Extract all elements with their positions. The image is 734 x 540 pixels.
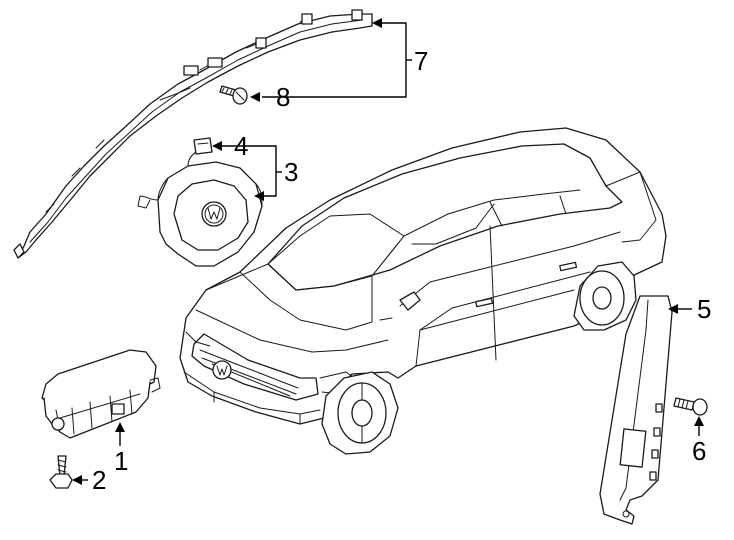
callout-6: 6 bbox=[692, 436, 706, 466]
callout-3: 3 bbox=[284, 157, 298, 187]
callout-5: 5 bbox=[697, 294, 711, 324]
passenger-airbag bbox=[41, 349, 161, 439]
callout-4: 4 bbox=[234, 131, 248, 161]
airbag-clip bbox=[193, 137, 213, 155]
front-wheel bbox=[321, 371, 399, 455]
callout-2: 2 bbox=[92, 465, 106, 495]
callout-1: 1 bbox=[114, 446, 128, 476]
callout-7: 7 bbox=[414, 46, 428, 76]
rear-wheel bbox=[573, 261, 637, 331]
passenger-airbag-screw bbox=[49, 455, 73, 489]
curtain-airbag-bolt bbox=[219, 85, 248, 105]
callout-leaders bbox=[72, 18, 704, 485]
pillar-trim-bolt bbox=[673, 397, 708, 416]
pillar-trim bbox=[599, 295, 673, 525]
steering-wheel-airbag bbox=[137, 139, 263, 267]
curtain-airbag bbox=[13, 9, 373, 259]
callout-8: 8 bbox=[276, 82, 290, 112]
car-body bbox=[179, 127, 667, 425]
